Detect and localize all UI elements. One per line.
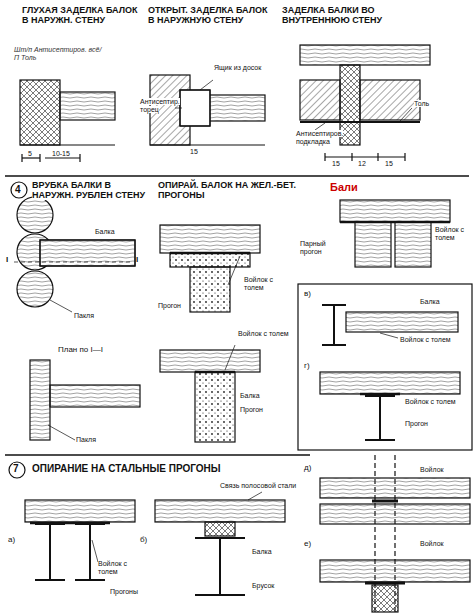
section-heading: ОПИРАЙ. БАЛОК НА ЖЕЛ.-БЕТ. ПРОГОНЫ: [158, 181, 308, 201]
part-label: Войлок с толем: [400, 336, 470, 344]
part-label: Связь полосовой стали: [220, 482, 296, 490]
section-heading: I: [6, 256, 8, 265]
section-heading: ЗАДЕЛКА БАЛКИ ВО ВНУТРЕННЮЮ СТЕНУ: [282, 6, 442, 26]
section-heading: ОПИРАНИЕ НА СТАЛЬНЫЕ ПРОГОНЫ: [32, 463, 221, 474]
part-label: Войлок с толем: [244, 276, 289, 291]
part-label: б): [140, 536, 147, 545]
part-label: 15: [190, 148, 198, 156]
part-label: Балка: [240, 392, 260, 400]
part-label: Пакля: [74, 312, 94, 320]
part-label: Антисептиров. подкладка: [296, 130, 356, 145]
part-label: Парный прогон: [300, 240, 340, 255]
part-label: 15: [385, 160, 393, 168]
part-label: 15: [332, 160, 340, 168]
part-label: 10-15: [52, 150, 70, 158]
part-label: Ящик из досок: [214, 64, 269, 72]
part-label: 12: [358, 160, 366, 168]
part-label: Шт/п Антисептиров. всё/П Толь: [14, 46, 104, 61]
part-label: г): [304, 362, 310, 371]
part-label: План по I—I: [58, 346, 103, 355]
section-heading: 7: [13, 463, 19, 474]
section-heading: Бали: [330, 181, 358, 193]
part-label: Антисептир. торец: [140, 98, 182, 113]
part-label: Балка: [252, 548, 272, 556]
part-label: в): [304, 290, 311, 299]
part-label: 5: [28, 150, 32, 158]
part-label: Войлок: [420, 466, 444, 474]
part-label: а): [8, 536, 15, 545]
part-label: Пакля: [76, 436, 96, 444]
part-label: Войлок с толем: [238, 330, 289, 338]
part-label: Войлок с толем: [435, 226, 471, 241]
section-heading: 4: [15, 184, 21, 195]
part-label: е): [304, 540, 311, 549]
part-label: Войлок: [420, 540, 444, 548]
section-heading: ОТКРЫТ. ЗАДЕЛКА БАЛОК В НАРУЖНУЮ СТЕНУ: [148, 6, 273, 26]
part-label: Войлок с толем: [98, 560, 143, 575]
part-label: Брусок: [252, 582, 274, 590]
part-label: Прогон: [158, 302, 181, 310]
part-label: Прогон: [405, 420, 428, 428]
part-label: Прогоны: [110, 588, 138, 596]
section-heading: ГЛУХАЯ ЗАДЕЛКА БАЛОК В НАРУЖН. СТЕНУ: [22, 6, 140, 26]
part-label: Балка: [420, 298, 440, 306]
part-label: Прогон: [240, 406, 263, 414]
part-label: Войлок с толем: [405, 398, 470, 406]
part-label: д): [304, 464, 311, 473]
part-label: Балка: [95, 228, 115, 236]
section-heading: I: [136, 256, 138, 265]
section-heading: ВРУБКА БАЛКИ В НАРУЖН. РУБЛЕН СТЕНУ: [32, 181, 152, 201]
part-label: Толь: [414, 100, 429, 108]
